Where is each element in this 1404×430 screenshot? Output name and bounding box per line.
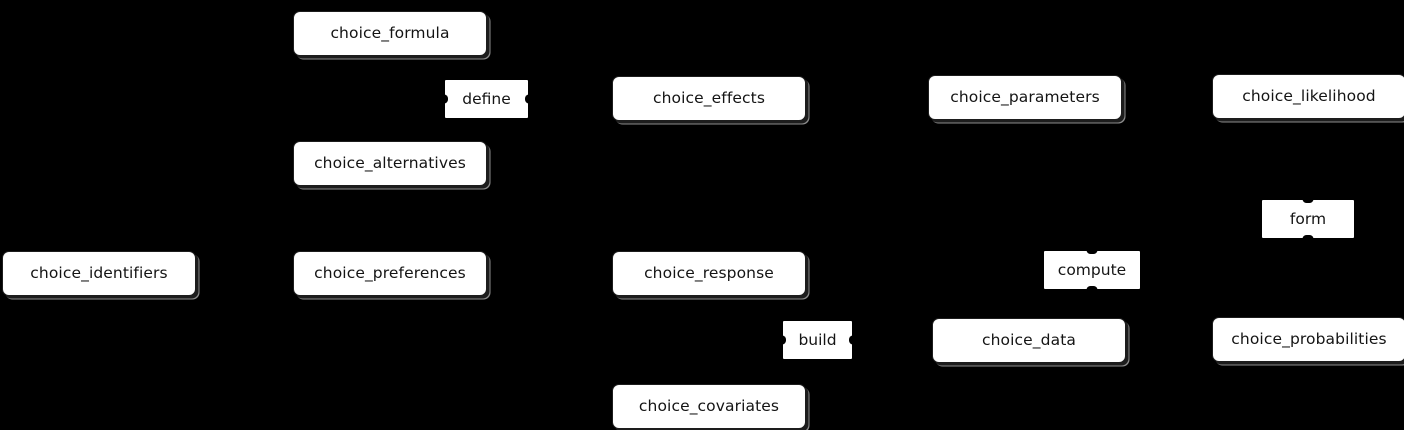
node-choice_covariates[interactable]: choice_covariates (612, 384, 806, 429)
node-label: choice_formula (330, 23, 450, 42)
node-label: choice_alternatives (314, 153, 466, 172)
node-choice_data[interactable]: choice_data (932, 318, 1126, 363)
node-label: choice_response (644, 263, 774, 282)
edge-choice_formula-to-choice_effects (389, 56, 445, 99)
node-choice_identifiers[interactable]: choice_identifiers (2, 251, 196, 296)
edge-label-build: build (782, 321, 853, 359)
node-label: choice_probabilities (1231, 329, 1387, 348)
edge-label-define: define (444, 80, 529, 118)
edge-notch-bottom-icon (1086, 286, 1098, 290)
edge-notch-left-icon (444, 94, 448, 104)
edge-notch-left-icon (782, 335, 786, 345)
node-choice_parameters[interactable]: choice_parameters (928, 75, 1122, 120)
edge-notch-bottom-icon (1302, 235, 1314, 239)
node-label: choice_preferences (314, 263, 466, 282)
edge-choice_response-to-build (708, 296, 783, 341)
edge-label-text: form (1289, 210, 1327, 228)
edge-choice_alternatives-to-choice_effects (389, 97, 445, 141)
node-choice_preferences[interactable]: choice_preferences (293, 251, 487, 296)
edge-notch-right-icon (525, 94, 529, 104)
node-choice_probabilities[interactable]: choice_probabilities (1212, 317, 1404, 362)
node-label: choice_effects (652, 88, 765, 107)
edge-label-text: define (462, 90, 511, 108)
node-label: choice_parameters (950, 87, 1100, 106)
edge-notch-right-icon (849, 335, 853, 345)
node-choice_likelihood[interactable]: choice_likelihood (1212, 74, 1404, 119)
node-choice_formula[interactable]: choice_formula (293, 11, 487, 56)
node-label: choice_likelihood (1242, 86, 1376, 105)
edge-notch-top-icon (1302, 199, 1314, 203)
edge-label-compute: compute (1044, 250, 1140, 290)
node-choice_alternatives[interactable]: choice_alternatives (293, 141, 487, 186)
edge-choice_covariates-to-build (708, 339, 783, 384)
edge-notch-top-icon (1086, 250, 1098, 254)
node-label: choice_data (982, 330, 1076, 349)
edge-label-form: form (1262, 199, 1354, 239)
edge-label-text: build (798, 331, 837, 349)
node-choice_effects[interactable]: choice_effects (612, 76, 806, 121)
node-label: choice_identifiers (30, 263, 168, 282)
node-label: choice_covariates (638, 396, 780, 415)
node-choice_response[interactable]: choice_response (612, 251, 806, 296)
edge-label-text: compute (1057, 261, 1127, 279)
